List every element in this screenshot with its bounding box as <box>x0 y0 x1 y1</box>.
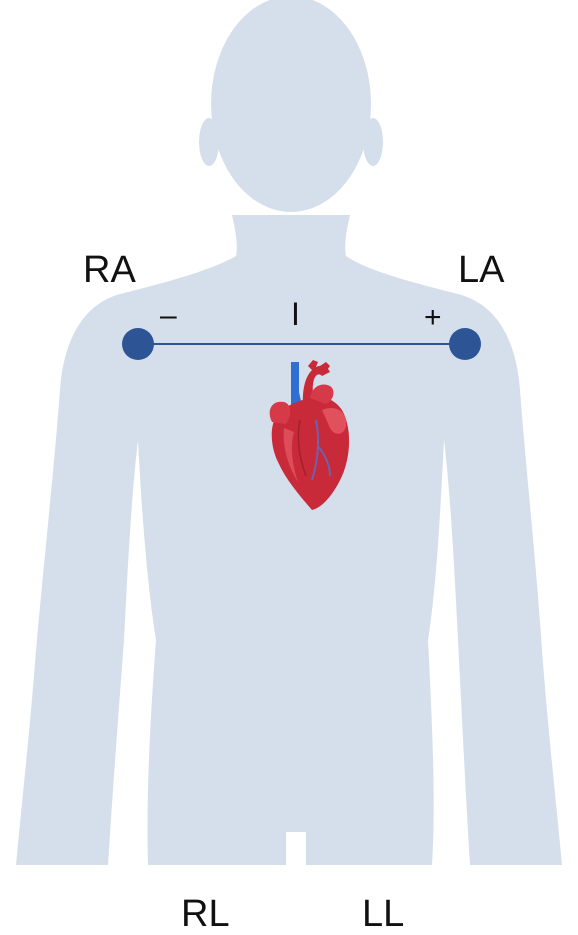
lead-i-label: I <box>291 298 300 330</box>
right-arm-label: RA <box>83 251 136 289</box>
head <box>211 0 371 212</box>
negative-pole-label: – <box>160 301 177 331</box>
right-arm-electrode <box>122 328 154 360</box>
right-atrium <box>270 402 291 424</box>
left-leg-label: LL <box>362 895 404 933</box>
left-arm-electrode <box>449 328 481 360</box>
left-ear <box>363 118 383 166</box>
torso <box>16 215 562 865</box>
left-arm-label: LA <box>458 251 504 289</box>
positive-pole-label: + <box>424 303 442 333</box>
right-ear <box>199 118 219 166</box>
right-leg-label: RL <box>181 895 230 933</box>
